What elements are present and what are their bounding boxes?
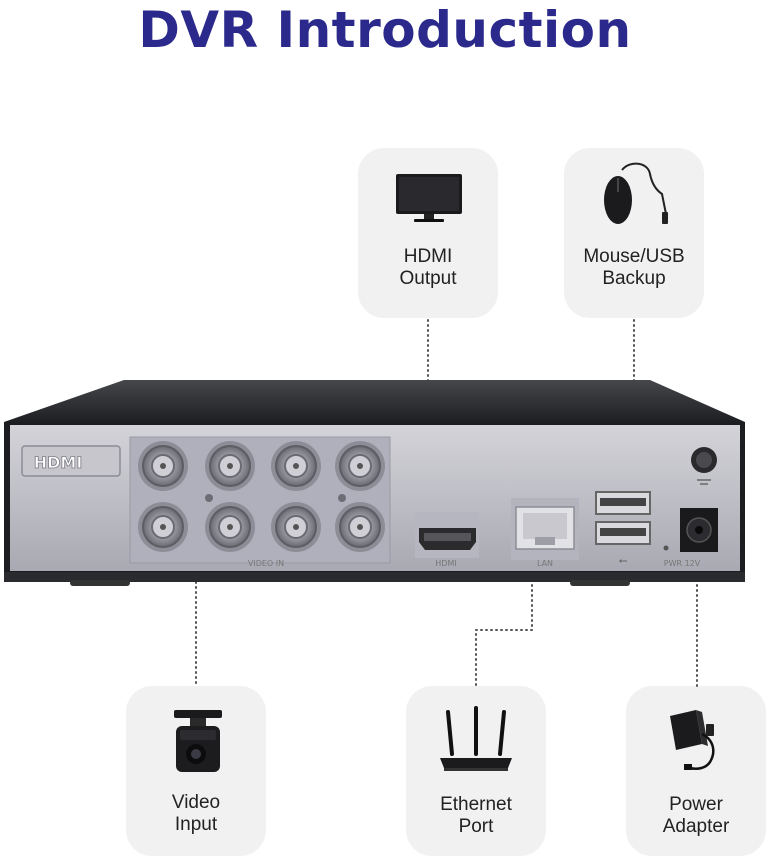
bnc-port-6	[205, 502, 255, 552]
camera-icon	[174, 710, 222, 772]
ethernet-connector-line	[475, 564, 533, 687]
bnc-port-8	[335, 502, 385, 552]
video-input-label-1: Video	[171, 792, 221, 813]
power-adapter-card: Power Adapter	[626, 686, 766, 856]
bnc-port-3	[271, 441, 321, 491]
bnc-port-7	[271, 502, 321, 552]
mouse-usb-card: Mouse/USB Backup	[564, 148, 704, 318]
bnc-port-1	[138, 441, 188, 491]
mouse-usb-label-2: Backup	[602, 268, 666, 289]
video-input-label-2: Input	[174, 814, 218, 835]
router-icon	[440, 706, 512, 771]
bnc-port-4	[335, 441, 385, 491]
power-adapter-label-2: Adapter	[662, 816, 730, 837]
hdmi-output-label-2: Output	[399, 268, 457, 289]
mouse-usb-label-1: Mouse/USB	[583, 246, 685, 267]
power-adapter-label-1: Power	[669, 794, 723, 815]
power-adapter-icon	[670, 710, 715, 770]
monitor-icon	[396, 174, 462, 222]
usb-symbol: ⭠	[619, 554, 628, 567]
hdmi-output-card: HDMI Output	[358, 148, 498, 318]
ethernet-port-card: Ethernet Port	[406, 686, 546, 856]
page-title: DVR Introduction	[138, 1, 632, 59]
ethernet-port-label-1: Ethernet	[440, 794, 512, 815]
mouse-icon	[604, 162, 668, 224]
video-in-label: VIDEO IN	[248, 559, 284, 568]
dvr-device: HDMI VIDEO IN HDMI LAN ⭠ PWR	[4, 380, 745, 586]
hdmi-port-label: HDMI	[435, 559, 456, 568]
lan-label: LAN	[537, 559, 553, 568]
bnc-port-2	[205, 441, 255, 491]
power-label: PWR 12V	[664, 559, 701, 568]
hdmi-output-label-1: HDMI	[403, 246, 453, 267]
bnc-ports	[138, 441, 385, 552]
ethernet-port-label-2: Port	[458, 816, 494, 837]
video-input-card: Video Input	[126, 686, 266, 856]
hdmi-logo-text: HDMI	[34, 453, 83, 472]
bnc-port-5	[138, 502, 188, 552]
